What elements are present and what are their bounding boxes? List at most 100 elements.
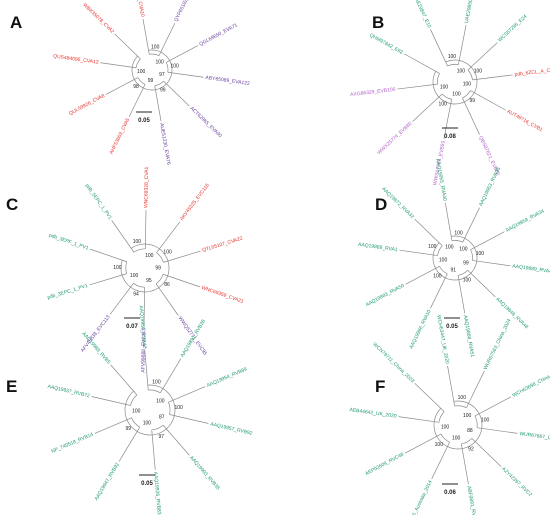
leaf-label: QUL59926_CVA8 [68, 93, 106, 117]
internal-arc [438, 411, 445, 423]
bootstrap-value: 100 [155, 59, 164, 65]
leaf-label: AAQ19937_RVB72 [47, 384, 90, 400]
bootstrap-value: 100 [152, 379, 161, 385]
leaf-label: AEP02609_RVC48 [364, 452, 405, 477]
leaf-branch [142, 18, 150, 55]
leaf-branch [151, 429, 156, 470]
leaf-label: WNC69328_CVA1 [143, 166, 150, 208]
bootstrap-value: 100 [463, 82, 472, 88]
leaf-label: AAQ19950_RVB42 [138, 305, 148, 349]
bootstrap-value: 100 [441, 425, 450, 431]
leaf-label: QYP65182_EVA120 [173, 0, 198, 23]
internal-arc [441, 93, 452, 100]
bootstrap-value: 100 [454, 230, 463, 236]
tree-branches [399, 202, 511, 314]
panel-letter: D [375, 195, 387, 214]
bootstrap-value: 100 [459, 247, 468, 253]
internal-arc [437, 73, 440, 85]
bootstrap-value: 100 [440, 84, 449, 90]
bootstrap-value: 94 [133, 291, 139, 297]
leaf-branch [110, 364, 138, 396]
internal-arc [440, 433, 450, 443]
tree-panel-a: AXGT98073_CVA10QYP65182_EVA120QGL69650_E… [10, 0, 250, 165]
bootstrap-value: 100 [433, 274, 442, 280]
leaf-branch [160, 358, 182, 394]
leaf-branch [169, 414, 209, 424]
leaf-branch [118, 426, 140, 462]
bootstrap-value: 100 [452, 91, 461, 97]
leaf-label: WCH63698_China_2018 [511, 367, 550, 399]
bootstrap-value: 100 [143, 421, 152, 427]
internal-arc [470, 249, 473, 261]
leaf-branch [430, 273, 448, 309]
leaf-label: AAQ19868_RVA51 [462, 315, 475, 358]
backbone-arc [131, 49, 173, 91]
leaf-branch [163, 250, 201, 263]
bootstrap-value: 100 [439, 101, 448, 107]
leaf-branch [162, 424, 190, 456]
leaf-label: QHM97842_E92 [368, 33, 404, 56]
internal-arc [131, 417, 140, 428]
leaf-branch [471, 438, 502, 467]
leaf-branch [405, 265, 440, 285]
tree-branches [398, 365, 518, 485]
bootstrap-value: 100 [445, 245, 454, 251]
tree-branches [91, 350, 209, 470]
leaf-label: AAQ19966_RVA10 [408, 309, 432, 350]
leaf-label: UAE29847_E10 [411, 0, 432, 29]
bootstrap-value: 100 [170, 63, 179, 69]
bootstrap-value: 100 [481, 418, 490, 424]
leaf-label: UAE29850_E5 [464, 0, 476, 24]
bootstrap-value: 99 [148, 78, 154, 84]
leaf-branch [105, 77, 139, 95]
leaf-branch [476, 427, 518, 434]
leaf-branch [163, 273, 200, 288]
bootstrap-value: 99 [469, 98, 475, 104]
leaf-branch [167, 71, 204, 78]
internal-arc [133, 248, 146, 253]
leaf-branch [470, 231, 505, 251]
leaf-branch [114, 33, 141, 60]
internal-arc [156, 252, 164, 263]
internal-arc [130, 394, 138, 406]
internal-arc [148, 389, 161, 394]
internal-arc [447, 64, 459, 67]
leaf-label: QTL05107_CVA22 [202, 236, 244, 254]
leaf-branch [470, 90, 506, 111]
leaf-branch [443, 99, 452, 140]
internal-arc [165, 62, 169, 73]
leaf-label: ACN94256_Australia_2014 [402, 479, 434, 515]
internal-arc [474, 415, 478, 428]
bootstrap-value: 100 [428, 244, 437, 250]
bootstrap-value: 100 [458, 395, 467, 401]
bootstrap-value: 100 [130, 273, 139, 279]
leaf-branch [414, 218, 443, 247]
leaf-branch [457, 275, 466, 314]
bootstrap-value: 92 [468, 447, 474, 453]
leaf-label: AUE51230_EVA76 [158, 123, 171, 166]
leaf-branch [462, 97, 480, 135]
leaf-branch [94, 417, 132, 434]
internal-arc [457, 269, 468, 276]
leaf-label: AHF53603_CVA5 [109, 117, 132, 155]
leaf-branch [154, 85, 162, 122]
leaf-branch [466, 370, 485, 408]
leaf-branch [474, 396, 512, 417]
internal-arc [155, 274, 164, 285]
leaf-label: WBK35078_CVA2 [82, 2, 116, 35]
leaf-label: AAQ19954_RVB99 [206, 366, 248, 388]
leaf-label: QUS484095_CVA12 [53, 53, 99, 65]
leaf-branch [414, 383, 445, 412]
scale-bar-label: 0.05 [138, 118, 150, 124]
leaf-label: AAQ19926_RVB83 [152, 472, 162, 515]
leaf-label: AAQ19947_RVB92 [94, 462, 121, 502]
leaf-branch [111, 220, 135, 253]
bootstrap-value: 100 [132, 409, 141, 415]
leaf-branch [109, 283, 134, 315]
backbone-arc [120, 243, 170, 293]
leaf-branch [404, 53, 440, 74]
